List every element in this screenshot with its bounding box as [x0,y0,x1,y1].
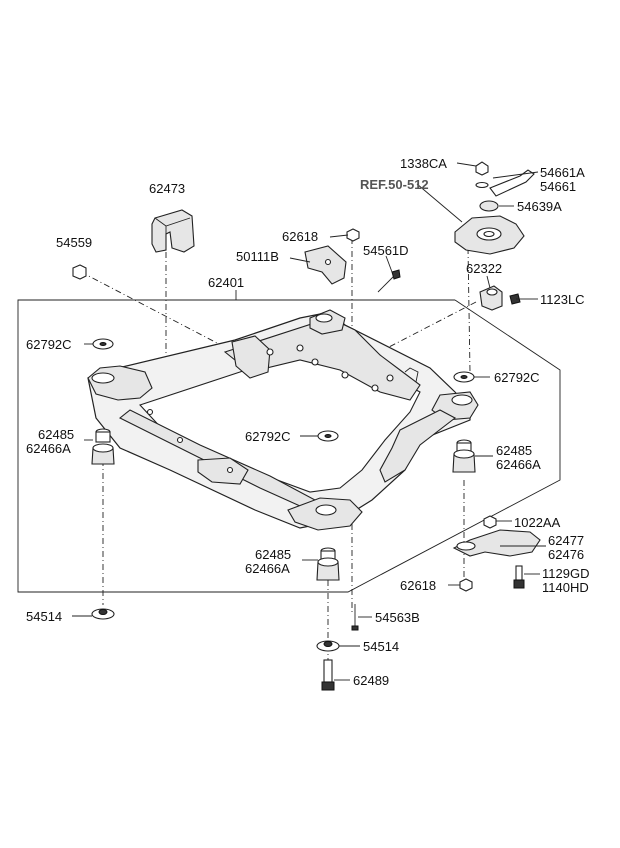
dash-54559 [80,271,241,356]
part-54561D-bolt [377,269,401,293]
subframe-62401 [87,309,479,531]
assembly-outline [17,299,561,593]
label-1129GD: 1129GD [542,566,589,581]
label-54563B: 54563B [375,610,420,625]
part-54514-washer-mid [316,640,340,652]
part-62792C-washer-mid [317,430,339,442]
part-62792C-washer-left [92,338,114,350]
part-1022AA-nut [483,515,497,529]
part-62485-bushing-mid [316,547,340,581]
label-1022AA: 1022AA [514,515,561,530]
part-62477-bracket [452,529,541,557]
label-62485-mid: 62485 [255,547,291,562]
part-62322-bracket [479,285,503,311]
part-62485-bushing-right [452,439,476,473]
label-62477: 62477 [548,533,584,548]
part-strut-mount-assembly [454,161,535,255]
label-62485-left: 62485 [38,427,74,442]
label-62618-bottom: 62618 [400,578,436,593]
label-1123LC: 1123LC [540,292,585,307]
label-50111B: 50111B [236,249,279,264]
label-62476: 62476 [548,547,584,562]
label-62473: 62473 [149,181,185,196]
label-62618-top: 62618 [282,229,318,244]
label-1338CA: 1338CA [400,156,447,171]
ref-label: REF.50-512 [360,177,429,192]
part-62618-bottom-nut [459,578,473,592]
part-54559-nut [72,264,87,280]
part-54514-washer-left [91,608,115,620]
part-62792C-washer-right [453,371,475,383]
label-62489: 62489 [353,673,389,688]
label-62485-right: 62485 [496,443,532,458]
label-1140HD: 1140HD [542,580,589,595]
label-62466A-mid: 62466A [245,561,290,576]
part-54563B-stud [351,604,359,631]
label-54559: 54559 [56,235,92,250]
label-62322: 62322 [466,261,502,276]
label-62466A-right: 62466A [496,457,541,472]
part-62618-top-nut [346,228,360,242]
part-62489-bolt [321,659,335,691]
label-62792C-left: 62792C [26,337,72,352]
label-54661: 54661 [540,179,576,194]
label-54514-left: 54514 [26,609,62,624]
label-62466A-left: 62466A [26,441,71,456]
part-1123LC-bolt [509,293,526,305]
label-62792C-mid: 62792C [245,429,291,444]
label-54561D: 54561D [363,243,409,258]
part-62473-bracket [151,209,195,253]
part-62485-bushing-left [91,428,115,465]
label-62792C-right: 62792C [494,370,540,385]
label-54639A: 54639A [517,199,562,214]
label-62401: 62401 [208,275,244,290]
label-54661A: 54661A [540,165,585,180]
part-1129GD-bolt [513,565,525,589]
part-50111B-bracket [304,245,347,285]
leader-lines [72,162,546,681]
label-54514-mid: 54514 [363,639,399,654]
